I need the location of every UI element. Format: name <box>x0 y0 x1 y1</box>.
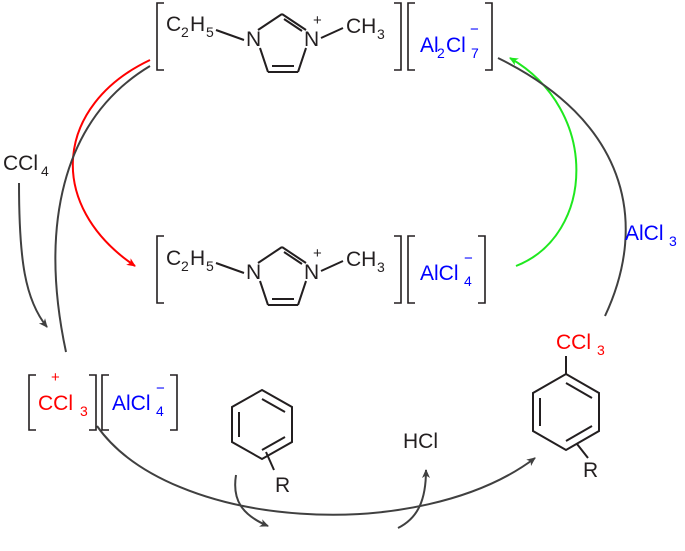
cc-text: CCl <box>38 392 73 415</box>
mid-cation-bracket-left <box>156 235 164 304</box>
mid-anion-sub: 4 <box>464 273 472 289</box>
top-anion-bracket-right <box>485 2 493 71</box>
top-methyl: CH <box>346 15 376 38</box>
mid-methyl-bond <box>320 260 344 272</box>
cc-plus: + <box>51 369 60 386</box>
product: CCl 3 R <box>532 331 605 482</box>
arene-reactant: R <box>231 388 293 497</box>
top-anion-al: Al <box>420 34 439 57</box>
mid-ethyl-c-sub: 2 <box>181 258 189 274</box>
mid-ethyl-c: C <box>166 247 181 270</box>
cycle-arc-right <box>497 57 627 317</box>
cc-anion-charge: − <box>156 380 165 397</box>
top-anion-charge: − <box>470 21 479 38</box>
top-ethyl-c: C <box>166 13 181 36</box>
mid-imidazolium-ring <box>257 246 307 306</box>
carbocation-salt: + CCl 3 AlCl 4 − <box>28 369 178 431</box>
mid-methyl: CH <box>346 248 376 271</box>
cycle-arc-left <box>54 65 151 353</box>
top-ethyl-h-sub: 5 <box>206 24 214 40</box>
cc-bracket-left <box>28 374 36 431</box>
top-methyl-bond <box>320 27 344 39</box>
product-r-bond <box>576 443 589 459</box>
mid-anion: AlCl <box>420 262 459 285</box>
top-methyl-sub: 3 <box>377 26 385 42</box>
arene-ring <box>231 388 293 461</box>
product-r: R <box>583 459 598 482</box>
arene-entry-arrow <box>234 474 269 527</box>
mid-ethyl-bond <box>215 262 245 274</box>
top-cation-bracket-left <box>156 2 164 71</box>
cc-anion-bracket-left <box>101 374 109 431</box>
arene-r: R <box>275 474 290 497</box>
mid-cation-bracket-right <box>394 235 402 304</box>
mid-plus: + <box>313 245 322 262</box>
mid-anion-bracket-right <box>478 235 486 304</box>
mid-anion-bracket-left <box>407 235 415 304</box>
top-anion-bracket-left <box>407 2 415 71</box>
red-regeneration-arrow <box>71 59 151 267</box>
top-plus: + <box>313 12 322 29</box>
alcl3-sub: 3 <box>669 233 677 249</box>
cc-anion-bracket-right <box>170 374 178 431</box>
ccl4-label: CCl 4 <box>3 152 49 179</box>
top-anion-cl-sub: 7 <box>471 45 479 61</box>
middle-salt: C 2 H 5 N N + CH 3 AlCl 4 − <box>156 235 486 306</box>
top-anion-cl: Cl <box>446 34 466 57</box>
cc-anion: AlCl <box>112 392 151 415</box>
alcl3-label: AlCl 3 <box>625 222 677 249</box>
product-ring <box>532 372 600 452</box>
top-salt: C 2 H 5 N N + CH 3 Al 2 Cl 7 − <box>156 2 493 73</box>
cc-bracket-right <box>89 374 97 431</box>
top-ethyl-bond <box>215 29 245 41</box>
top-ethyl-c-sub: 2 <box>181 24 189 40</box>
mid-n1: N <box>246 261 261 284</box>
top-n3: N <box>304 28 319 51</box>
cc-sub: 3 <box>80 403 88 419</box>
mid-n3: N <box>304 261 319 284</box>
product-ccl3: CCl <box>556 331 591 354</box>
ccl4-sub: 4 <box>41 163 49 179</box>
top-ethyl-h: H <box>190 13 205 36</box>
top-n1: N <box>246 28 261 51</box>
ccl4-text: CCl <box>3 152 38 175</box>
mid-ethyl-h: H <box>190 247 205 270</box>
cycle-arc-bottom <box>96 425 536 516</box>
top-imidazolium-ring <box>257 13 307 73</box>
hcl-exit-arrow <box>397 469 430 529</box>
top-cation-bracket-right <box>394 2 402 71</box>
mid-ethyl-h-sub: 5 <box>206 258 214 274</box>
ccl4-entry-arrow <box>18 182 48 328</box>
green-alcl3-arrow <box>509 57 578 267</box>
top-anion-al-sub: 2 <box>437 45 445 61</box>
cc-anion-sub: 4 <box>156 403 164 419</box>
arene-r-bond <box>265 451 275 471</box>
hcl-label: HCl <box>403 430 438 453</box>
product-ccl3-sub: 3 <box>597 342 605 358</box>
mid-anion-charge: − <box>464 250 473 267</box>
alcl3-text: AlCl <box>625 222 664 245</box>
mid-methyl-sub: 3 <box>377 259 385 275</box>
